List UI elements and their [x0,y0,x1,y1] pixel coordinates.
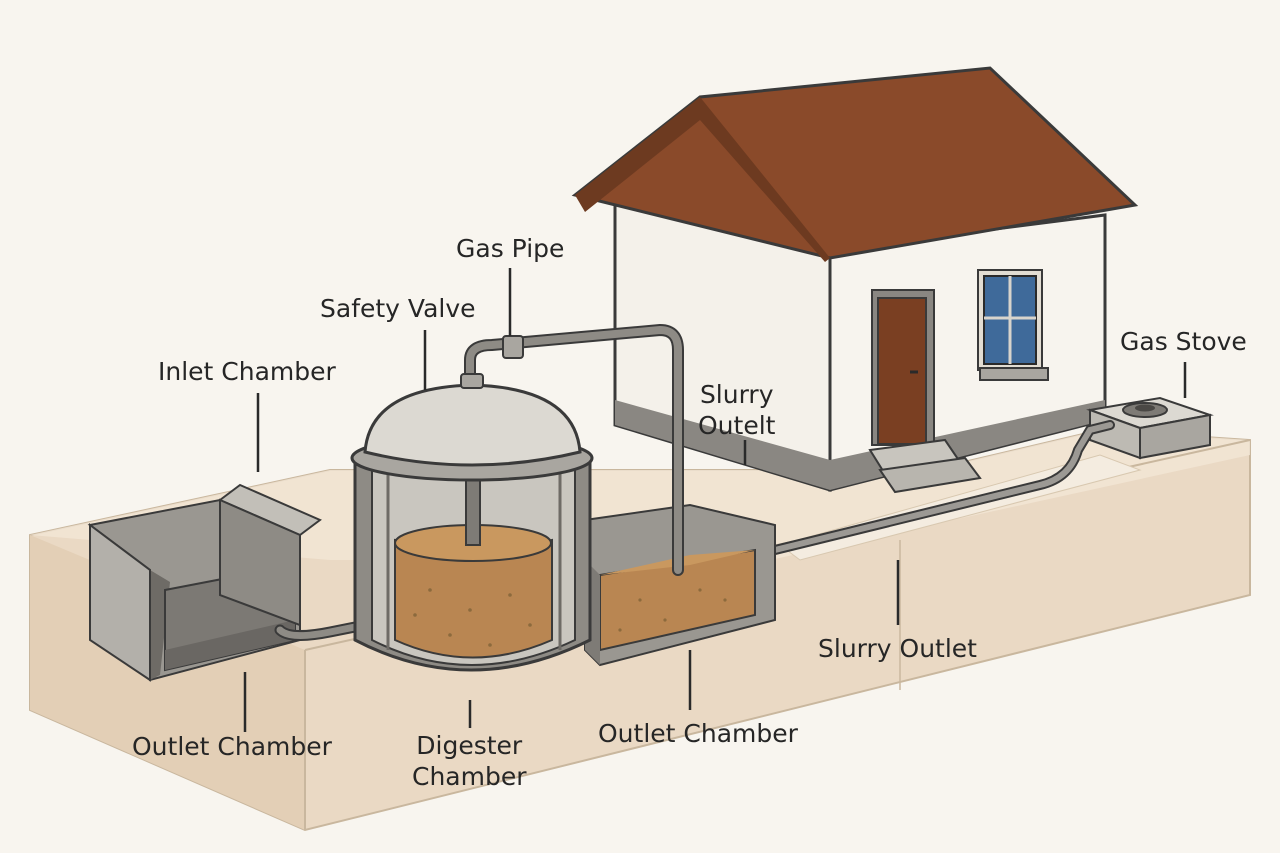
outlet-chamber-box [584,503,776,667]
label-gas-pipe: Gas Pipe [456,234,565,263]
label-inlet-chamber: Inlet Chamber [158,357,336,386]
label-gas-stove: Gas Stove [1120,327,1247,356]
label-outlet-chamber-left: Outlet Chamber [132,732,332,761]
leader-lines [243,268,1187,732]
label-digester-chamber-line1: Digester [416,731,523,760]
front-steps [868,438,982,494]
label-slurry-outlet-top-line1: Slurry [699,380,774,409]
door [871,289,935,446]
label-digester-chamber: Digester Chamber [412,731,527,792]
label-digester-chamber-line2: Chamber [412,761,527,791]
label-slurry-outlet: Slurry Outlet [818,634,977,663]
label-outlet-chamber-right: Outlet Chamber [598,719,798,748]
digester [350,373,594,672]
label-slurry-outlet-top-line2: Outelt [698,410,776,440]
label-slurry-outlet-top: Slurry Outelt [698,380,775,441]
window [977,269,1049,381]
label-safety-valve: Safety Valve [320,294,476,323]
house [571,66,1139,494]
inlet-chamber [87,483,322,682]
pipe-coupling [502,335,524,359]
